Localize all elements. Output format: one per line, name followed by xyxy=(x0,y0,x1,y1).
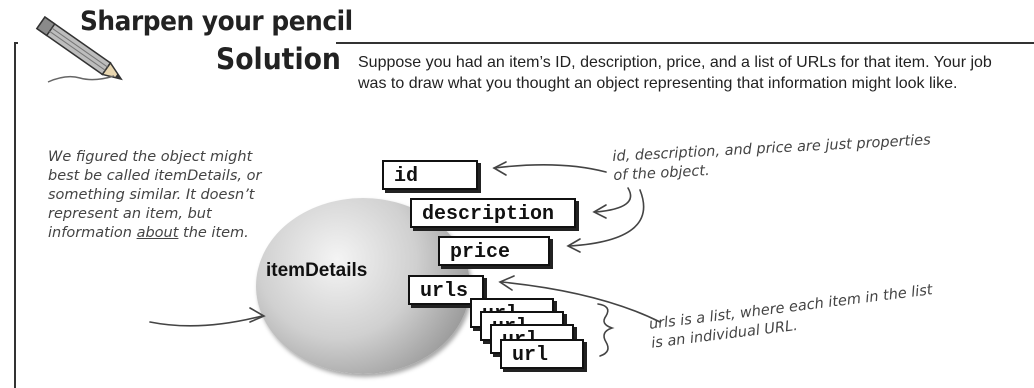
note-object-name: We figured the object might best be call… xyxy=(48,148,280,243)
url-brace xyxy=(597,303,615,357)
arrow-to-object xyxy=(149,315,263,327)
header-title: Sharpen your pencil xyxy=(80,6,353,37)
header-subtitle: Solution xyxy=(216,42,341,76)
note-left-underlined: about xyxy=(136,225,179,241)
property-id-box: id xyxy=(382,160,478,190)
frame-left-rule xyxy=(14,42,16,388)
property-urls-box: urls xyxy=(408,275,484,305)
intro-paragraph: Suppose you had an item’s ID, descriptio… xyxy=(358,54,992,92)
property-description-box: description xyxy=(410,198,576,228)
pencil-icon xyxy=(35,16,123,83)
note-left-tail: the item. xyxy=(178,225,249,241)
frame-top-rule xyxy=(14,42,1034,44)
sharpen-pencil-header: Sharpen your pencil Solution xyxy=(18,4,353,94)
object-name-label: itemDetails xyxy=(266,260,368,281)
arrow-to-id xyxy=(493,164,607,173)
note-left-text: We figured the object might best be call… xyxy=(48,149,262,241)
url-item-box: url xyxy=(500,339,584,369)
arrow-to-description xyxy=(595,187,632,213)
arrow-to-urls xyxy=(501,281,661,323)
property-price-box: price xyxy=(438,236,550,266)
arrow-to-price xyxy=(569,189,645,247)
